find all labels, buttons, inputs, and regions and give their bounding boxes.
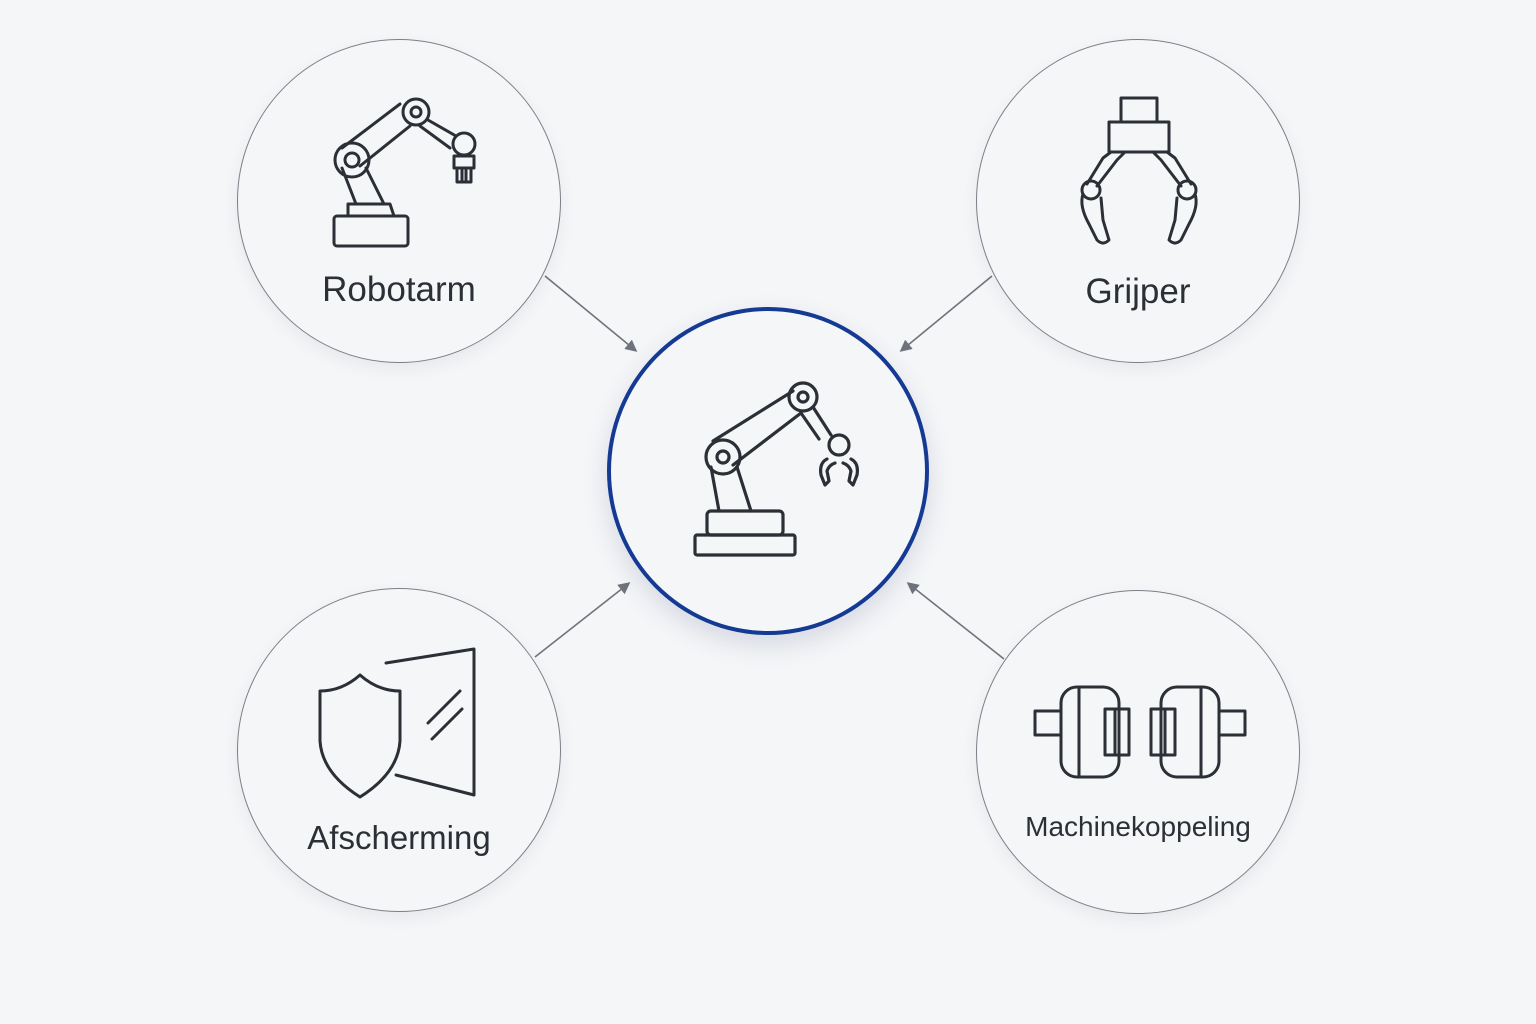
robot-cell-icon [693,381,859,557]
node-label: Afscherming [307,819,491,856]
node-machinekoppeling: Machinekoppeling [976,590,1300,914]
node-grijper: Grijper [976,39,1300,363]
connector-koppeling-to-center [906,582,1005,660]
node-label: Machinekoppeling [1025,811,1251,842]
shield-guard-icon [318,647,476,799]
central-robot-node [607,307,929,635]
robot-arm-icon [332,97,477,248]
node-label: Grijper [1085,272,1191,311]
gripper-icon [1080,96,1198,245]
node-label: Robotarm [322,270,476,309]
machine-coupling-icon [1033,685,1247,779]
node-robotarm: Robotarm [237,39,561,363]
node-afscherming: Afscherming [237,588,561,912]
connector-afscherming-to-center [534,582,631,658]
